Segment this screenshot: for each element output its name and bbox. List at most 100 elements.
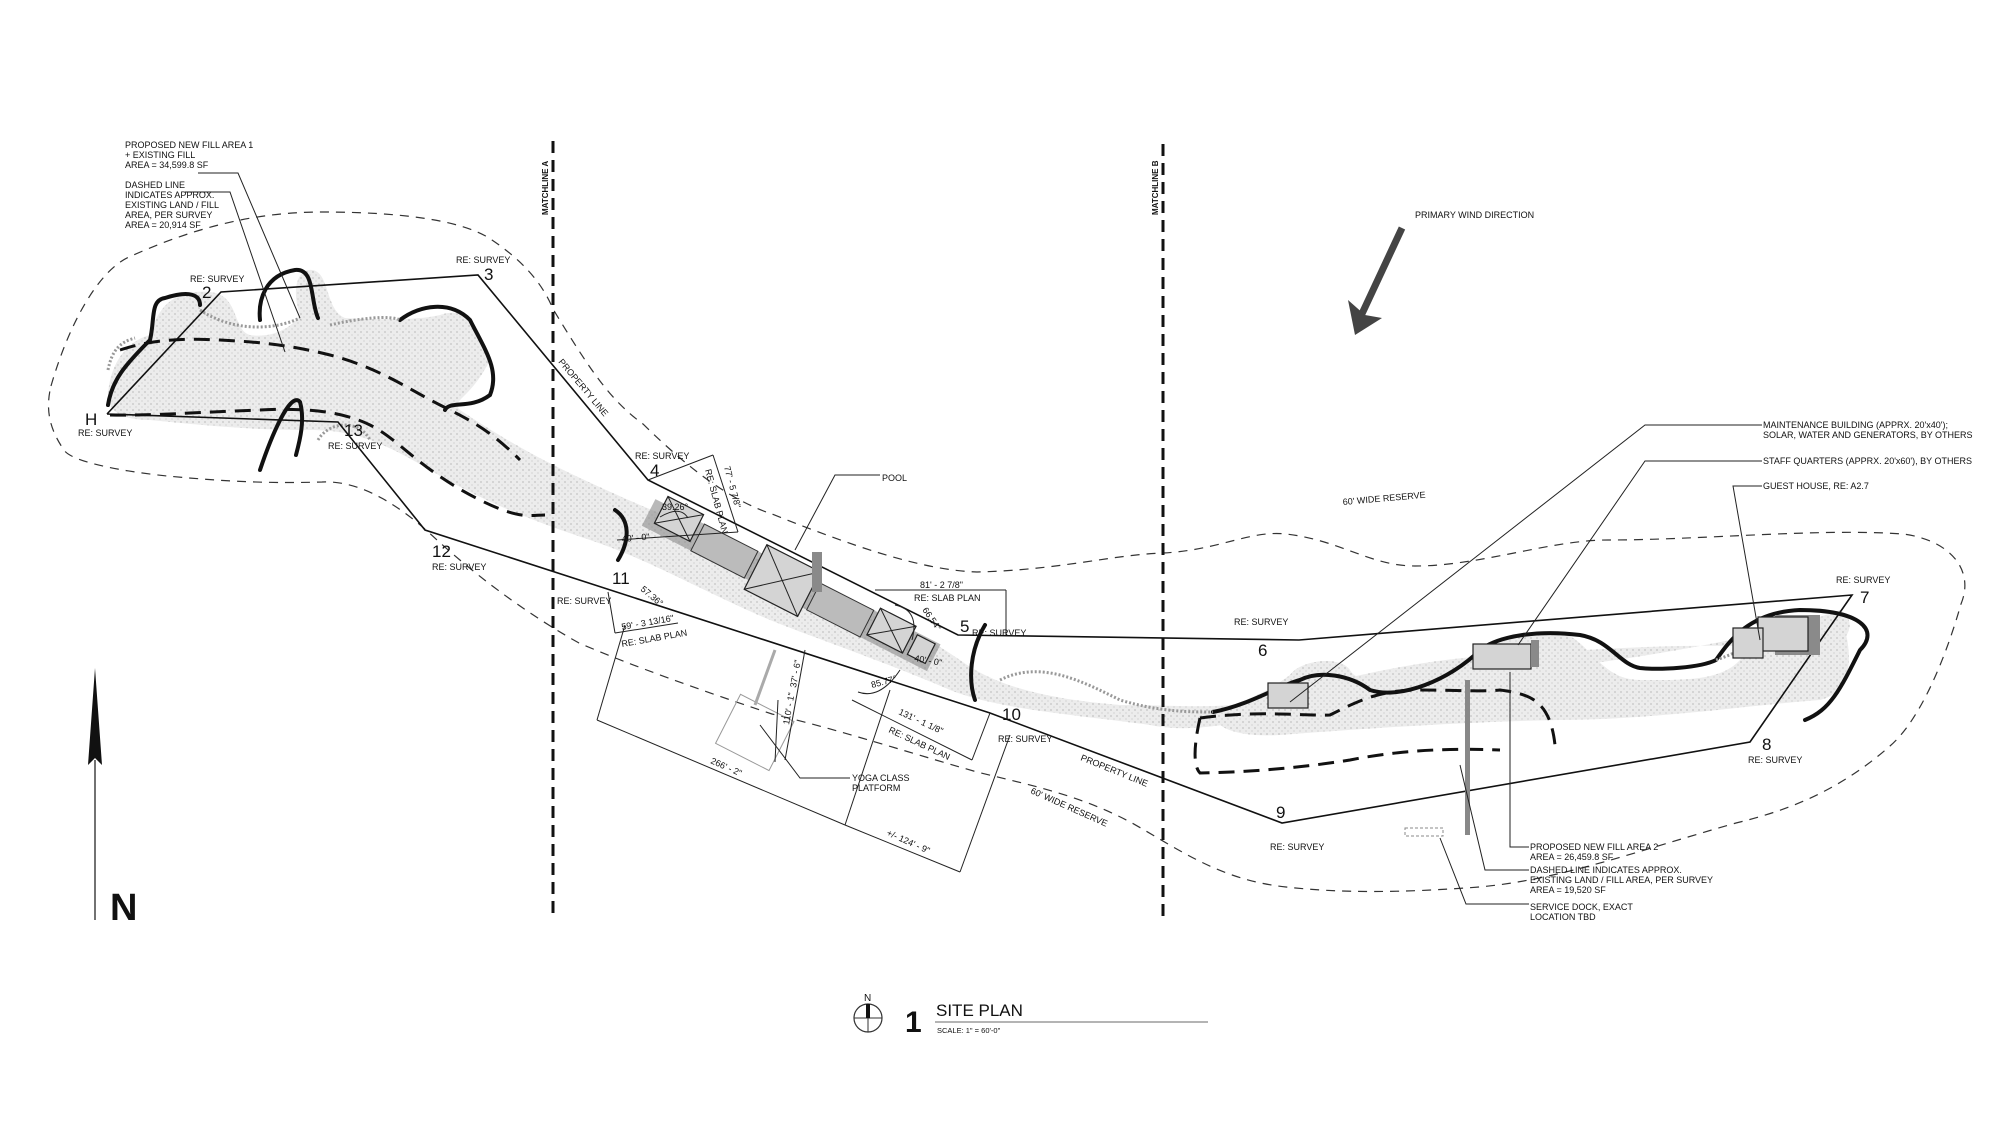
existing-land-line-1	[109, 337, 546, 518]
svg-text:RE: SURVEY: RE: SURVEY	[1836, 575, 1890, 585]
svg-text:AREA = 34,599.8 SF: AREA = 34,599.8 SF	[125, 160, 209, 170]
fence-line	[106, 308, 1772, 714]
svg-text:10: 10	[1002, 705, 1021, 724]
svg-text:RE: SURVEY: RE: SURVEY	[635, 451, 689, 461]
existing-land-line-2	[1193, 688, 1557, 775]
svg-text:RE: SURVEY: RE: SURVEY	[456, 255, 510, 265]
leader-lines	[185, 172, 1762, 905]
pool	[812, 552, 822, 592]
svg-text:77' - 5 7/8": 77' - 5 7/8"	[722, 465, 743, 509]
yoga-platform-label: YOGA CLASS PLATFORM	[852, 773, 910, 793]
survey-point-9: 9 RE: SURVEY	[1270, 803, 1324, 852]
property-line-label: PROPERTY LINE	[556, 357, 610, 418]
maintenance-building	[1267, 682, 1309, 709]
svg-text:RE: SURVEY: RE: SURVEY	[1748, 755, 1802, 765]
svg-text:4: 4	[650, 461, 659, 480]
fill-area-2	[1212, 615, 1849, 736]
svg-text:INDICATES APPROX.: INDICATES APPROX.	[125, 190, 214, 200]
svg-text:37' - 6": 37' - 6"	[788, 659, 803, 688]
shoreline-edge	[106, 268, 1870, 722]
north-arrow-icon	[88, 668, 102, 920]
svg-text:59' - 3 13/16": 59' - 3 13/16"	[621, 613, 675, 632]
svg-text:EXISTING LAND / FILL: EXISTING LAND / FILL	[125, 200, 219, 210]
svg-text:40' - 0": 40' - 0"	[621, 532, 650, 544]
svg-text:7: 7	[1860, 588, 1869, 607]
svg-text:RE: SURVEY: RE: SURVEY	[328, 441, 382, 451]
svg-text:11: 11	[612, 569, 630, 588]
svg-text:3: 3	[484, 265, 493, 284]
svg-text:2: 2	[202, 283, 211, 302]
staff-quarters	[1472, 643, 1532, 670]
compass-north-label: N	[864, 993, 871, 1004]
survey-point-11: 11 RE: SURVEY	[557, 569, 630, 606]
survey-point-2: RE: SURVEY 2	[190, 274, 244, 302]
svg-text:AREA, PER SURVEY: AREA, PER SURVEY	[125, 210, 212, 220]
svg-text:13: 13	[344, 421, 363, 440]
svg-text:RE: SURVEY: RE: SURVEY	[190, 274, 244, 284]
survey-point-12: 12 RE: SURVEY	[432, 542, 486, 572]
guest-house	[1732, 615, 1820, 659]
svg-text:LOCATION TBD: LOCATION TBD	[1530, 912, 1596, 922]
survey-point-h: H RE: SURVEY	[78, 410, 132, 438]
view-number: 1	[905, 1006, 922, 1039]
svg-text:+ EXISTING FILL: + EXISTING FILL	[125, 150, 195, 160]
svg-text:RE: SURVEY: RE: SURVEY	[432, 562, 486, 572]
svg-text:RE: SURVEY: RE: SURVEY	[998, 734, 1052, 744]
svg-text:66.54°: 66.54°	[920, 605, 943, 632]
yoga-platform	[714, 693, 795, 772]
svg-text:57.36°: 57.36°	[639, 584, 666, 609]
svg-text:RE: SURVEY: RE: SURVEY	[1270, 842, 1324, 852]
staff-quarters-shadow	[1531, 640, 1539, 667]
svg-text:RE: SLAB PLAN: RE: SLAB PLAN	[914, 593, 981, 603]
property-line	[106, 274, 1854, 824]
svg-text:RE: SURVEY: RE: SURVEY	[972, 628, 1026, 638]
svg-text:SOLAR, WATER AND GENERATORS, B: SOLAR, WATER AND GENERATORS, BY OTHERS	[1763, 430, 1973, 440]
survey-point-8: 8 RE: SURVEY	[1748, 735, 1802, 765]
main-building-complex	[641, 495, 941, 672]
wind-direction-arrow-icon	[1348, 226, 1406, 335]
dashed-line-note-1: DASHED LINE INDICATES APPROX. EXISTING L…	[125, 180, 219, 230]
pool-label: POOL	[882, 473, 907, 483]
reserve-outline	[47, 211, 1966, 893]
svg-text:EXISTING LAND / FILL AREA, PER: EXISTING LAND / FILL AREA, PER SURVEY	[1530, 875, 1713, 885]
fill-area-2-note: PROPOSED NEW FILL AREA 2 AREA = 26,459.8…	[1530, 842, 1658, 862]
svg-text:5: 5	[960, 617, 969, 636]
fill-area-1-note: PROPOSED NEW FILL AREA 1 + EXISTING FILL…	[125, 140, 253, 170]
survey-point-10: 10 RE: SURVEY	[998, 705, 1052, 744]
svg-text:+/- 124' - 9": +/- 124' - 9"	[885, 828, 931, 856]
dashed-line-note-2: DASHED LINE INDICATES APPROX. EXISTING L…	[1530, 865, 1713, 895]
svg-text:SERVICE DOCK, EXACT: SERVICE DOCK, EXACT	[1530, 902, 1633, 912]
svg-text:PROPOSED NEW FILL AREA 2: PROPOSED NEW FILL AREA 2	[1530, 842, 1658, 852]
guest-house-note: GUEST HOUSE, RE: A2.7	[1763, 481, 1869, 491]
view-title: SITE PLAN	[936, 1001, 1023, 1020]
reserve-label: 60' WIDE RESERVE	[1342, 490, 1426, 507]
svg-text:PLATFORM: PLATFORM	[852, 783, 900, 793]
svg-text:RE: SURVEY: RE: SURVEY	[78, 428, 132, 438]
svg-text:RE: SURVEY: RE: SURVEY	[1234, 617, 1288, 627]
svg-text:H: H	[85, 410, 97, 429]
svg-text:39.26°: 39.26°	[662, 502, 689, 512]
svg-text:9: 9	[1276, 803, 1285, 822]
wind-direction-label: PRIMARY WIND DIRECTION	[1415, 210, 1534, 220]
staff-quarters-note: STAFF QUARTERS (APPRX. 20'x60'), BY OTHE…	[1763, 456, 1972, 466]
svg-text:6: 6	[1258, 641, 1267, 660]
svg-text:12: 12	[432, 542, 451, 561]
matchline-a-label: MATCHLINE A	[541, 161, 550, 215]
service-dock	[1404, 680, 1470, 837]
svg-text:MAINTENANCE BUILDING (APPRX. 2: MAINTENANCE BUILDING (APPRX. 20'x40');	[1763, 420, 1948, 430]
reserve-label: 60' WIDE RESERVE	[1029, 786, 1109, 829]
matchline-b-label: MATCHLINE B	[1151, 160, 1160, 215]
survey-point-13: 13 RE: SURVEY	[328, 421, 382, 451]
svg-text:YOGA CLASS: YOGA CLASS	[852, 773, 910, 783]
svg-text:AREA = 26,459.8 SF: AREA = 26,459.8 SF	[1530, 852, 1614, 862]
svg-text:8: 8	[1762, 735, 1771, 754]
maintenance-note: MAINTENANCE BUILDING (APPRX. 20'x40'); S…	[1763, 420, 1973, 440]
svg-text:RE: SURVEY: RE: SURVEY	[557, 596, 611, 606]
view-scale: SCALE: 1" = 60'-0"	[937, 1026, 1001, 1035]
svg-text:81' - 2 7/8": 81' - 2 7/8"	[920, 580, 963, 590]
north-label: N	[110, 887, 137, 929]
svg-text:AREA = 19,520 SF: AREA = 19,520 SF	[1530, 885, 1606, 895]
service-dock-note: SERVICE DOCK, EXACT LOCATION TBD	[1530, 902, 1633, 922]
dimension-lines	[596, 454, 1011, 873]
